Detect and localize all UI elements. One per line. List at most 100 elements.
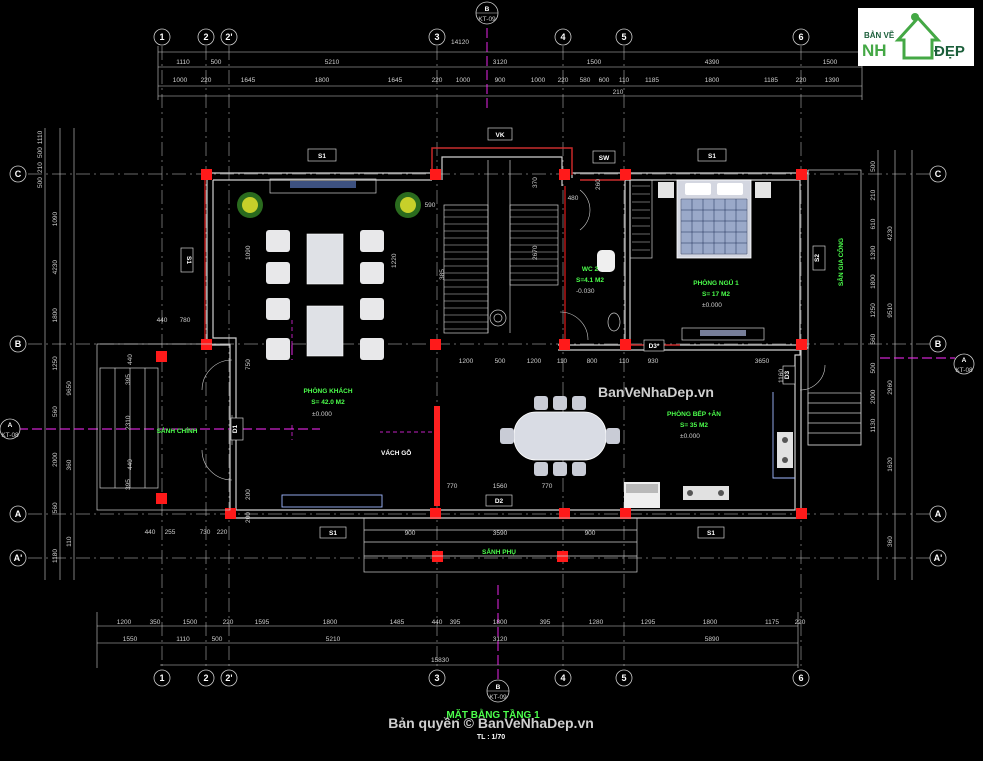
dim-text: 260	[595, 179, 602, 190]
dim-text: 370	[532, 177, 539, 188]
tag-d3: D3	[784, 370, 791, 379]
dim-text: 1180	[52, 549, 59, 563]
grid-bubble-col: 2'	[220, 669, 238, 687]
section-top-ref: KT-09	[478, 16, 496, 23]
room-level: -0.030	[576, 288, 595, 295]
tag-s1-bed: S1	[708, 153, 716, 160]
dim-text: 220	[432, 77, 443, 84]
dim-text: 1645	[388, 77, 403, 84]
dim-text: 220	[795, 619, 806, 626]
grid-label: 2	[203, 32, 208, 42]
dim-text: 395	[125, 479, 132, 490]
tag-sw: SW	[599, 155, 610, 162]
section-left-letter: A	[8, 422, 13, 429]
section-marker-top: B KT-09	[475, 1, 499, 25]
room-side-yard: SÂN GIA CÔNG	[836, 238, 845, 286]
dim-text: 110	[619, 358, 630, 365]
dim-text: 9510	[887, 303, 894, 318]
grid-label: B	[935, 339, 942, 349]
dim-text: 1000	[173, 77, 188, 84]
grid-label: B	[15, 339, 22, 349]
grid-label: 4	[560, 673, 565, 683]
dim-text: 500	[212, 636, 223, 643]
dim-text: 1800	[52, 308, 59, 323]
dim-text: 590	[425, 202, 436, 209]
section-right-ref: KT-08	[955, 367, 973, 374]
section-cut-lines	[18, 28, 955, 682]
bottom-dimension-lines	[96, 612, 799, 668]
dim-text: 770	[542, 483, 553, 490]
dim-text: 500	[870, 161, 877, 172]
dim-text: 395	[450, 619, 461, 626]
room-back-porch: SẢNH PHỤ	[482, 547, 516, 556]
room-area: S=4.1 M2	[576, 277, 604, 284]
dim-text: 1390	[825, 77, 840, 84]
grid-bubble-col: 2	[197, 669, 215, 687]
dim-text: 9650	[66, 381, 73, 396]
dim-text: 1090	[245, 245, 252, 260]
dim-text: 1110	[176, 59, 190, 66]
hidden-lines	[291, 320, 432, 440]
dim-text: 4230	[52, 260, 59, 275]
dim-text: 440	[145, 529, 156, 536]
dim-text: 560	[52, 406, 59, 417]
dim-text: 1800	[493, 619, 508, 626]
dim-text: 210	[870, 189, 877, 200]
dim-text: 1595	[255, 619, 270, 626]
grid-label: C	[15, 169, 22, 179]
side-dimension-lines	[44, 128, 913, 580]
tag-vk: VK	[495, 132, 504, 139]
room-level: ±0.000	[312, 411, 332, 418]
dim-text: 2310	[125, 415, 132, 430]
dim-text: 500	[37, 147, 44, 158]
dim-text: 1200	[527, 358, 542, 365]
section-right-letter: A	[962, 357, 967, 364]
dim-bottom-row1: 1200 350 1500 220 1595 1800 1485 440 395…	[117, 619, 806, 626]
dim-text: 900	[405, 530, 416, 537]
dim-text: 2960	[887, 380, 894, 395]
grid-bubble-row: A	[929, 505, 947, 523]
room-area: S= 17 M2	[702, 291, 730, 298]
kitchen-counter	[624, 392, 795, 508]
dim-text: 1500	[823, 59, 838, 66]
dim-text: 500	[495, 358, 506, 365]
dim-text: 1620	[887, 457, 894, 472]
columns	[156, 169, 807, 562]
dim-text: 500	[870, 362, 877, 373]
dim-text: 750	[245, 359, 252, 370]
dim-top-row2: 1000 220 1645 1800 1645 220 1000 900 100…	[173, 77, 840, 84]
drawing-title: MẶT BẰNG TẦNG 1	[446, 708, 540, 721]
room-wc: WC 2 S=4.1 M2 -0.030	[576, 266, 604, 295]
wood-partition	[434, 406, 440, 506]
dim-text: 610	[870, 218, 877, 229]
wall-hatch	[204, 147, 680, 346]
room-name: PHÒNG NGỦ 1	[693, 278, 739, 287]
dim-text: 560	[870, 333, 877, 344]
room-bed: PHÒNG NGỦ 1 S= 17 M2 ±0.000	[693, 278, 739, 309]
dim-text: 3650	[755, 358, 770, 365]
grid-label: 2'	[225, 32, 232, 42]
grid-label: 2'	[225, 673, 232, 683]
dim-text: 1800	[870, 274, 877, 289]
dim-text: 350	[150, 619, 161, 626]
dim-text: 255	[165, 529, 176, 536]
dim-text: 1295	[641, 619, 656, 626]
dim-text: 1800	[703, 619, 718, 626]
watermark-bottom: Bản quyền © BanVeNhaDep.vn	[388, 715, 594, 731]
dim-text: 560	[52, 502, 59, 513]
room-living: PHÒNG KHÁCH S= 42.0 M2 ±0.000	[303, 386, 352, 418]
dim-text: 1800	[323, 619, 338, 626]
section-marker-left: A KT-08	[0, 418, 21, 440]
grid-bubble-row: B	[9, 335, 27, 353]
grid-label: 6	[798, 32, 803, 42]
section-bottom-letter: B	[496, 684, 501, 691]
dim-text: 800	[587, 358, 598, 365]
grid-label: A'	[14, 553, 23, 563]
dim-text: 2000	[52, 452, 59, 467]
dim-inner: 780 440 385 770 1560 770 3590 900 900 36…	[125, 177, 785, 537]
dim-text: 500	[211, 59, 222, 66]
room-name: PHÒNG KHÁCH	[303, 386, 352, 395]
dim-top-row1: 1110 500 5210 3120 1500 4390 1500	[176, 59, 837, 66]
